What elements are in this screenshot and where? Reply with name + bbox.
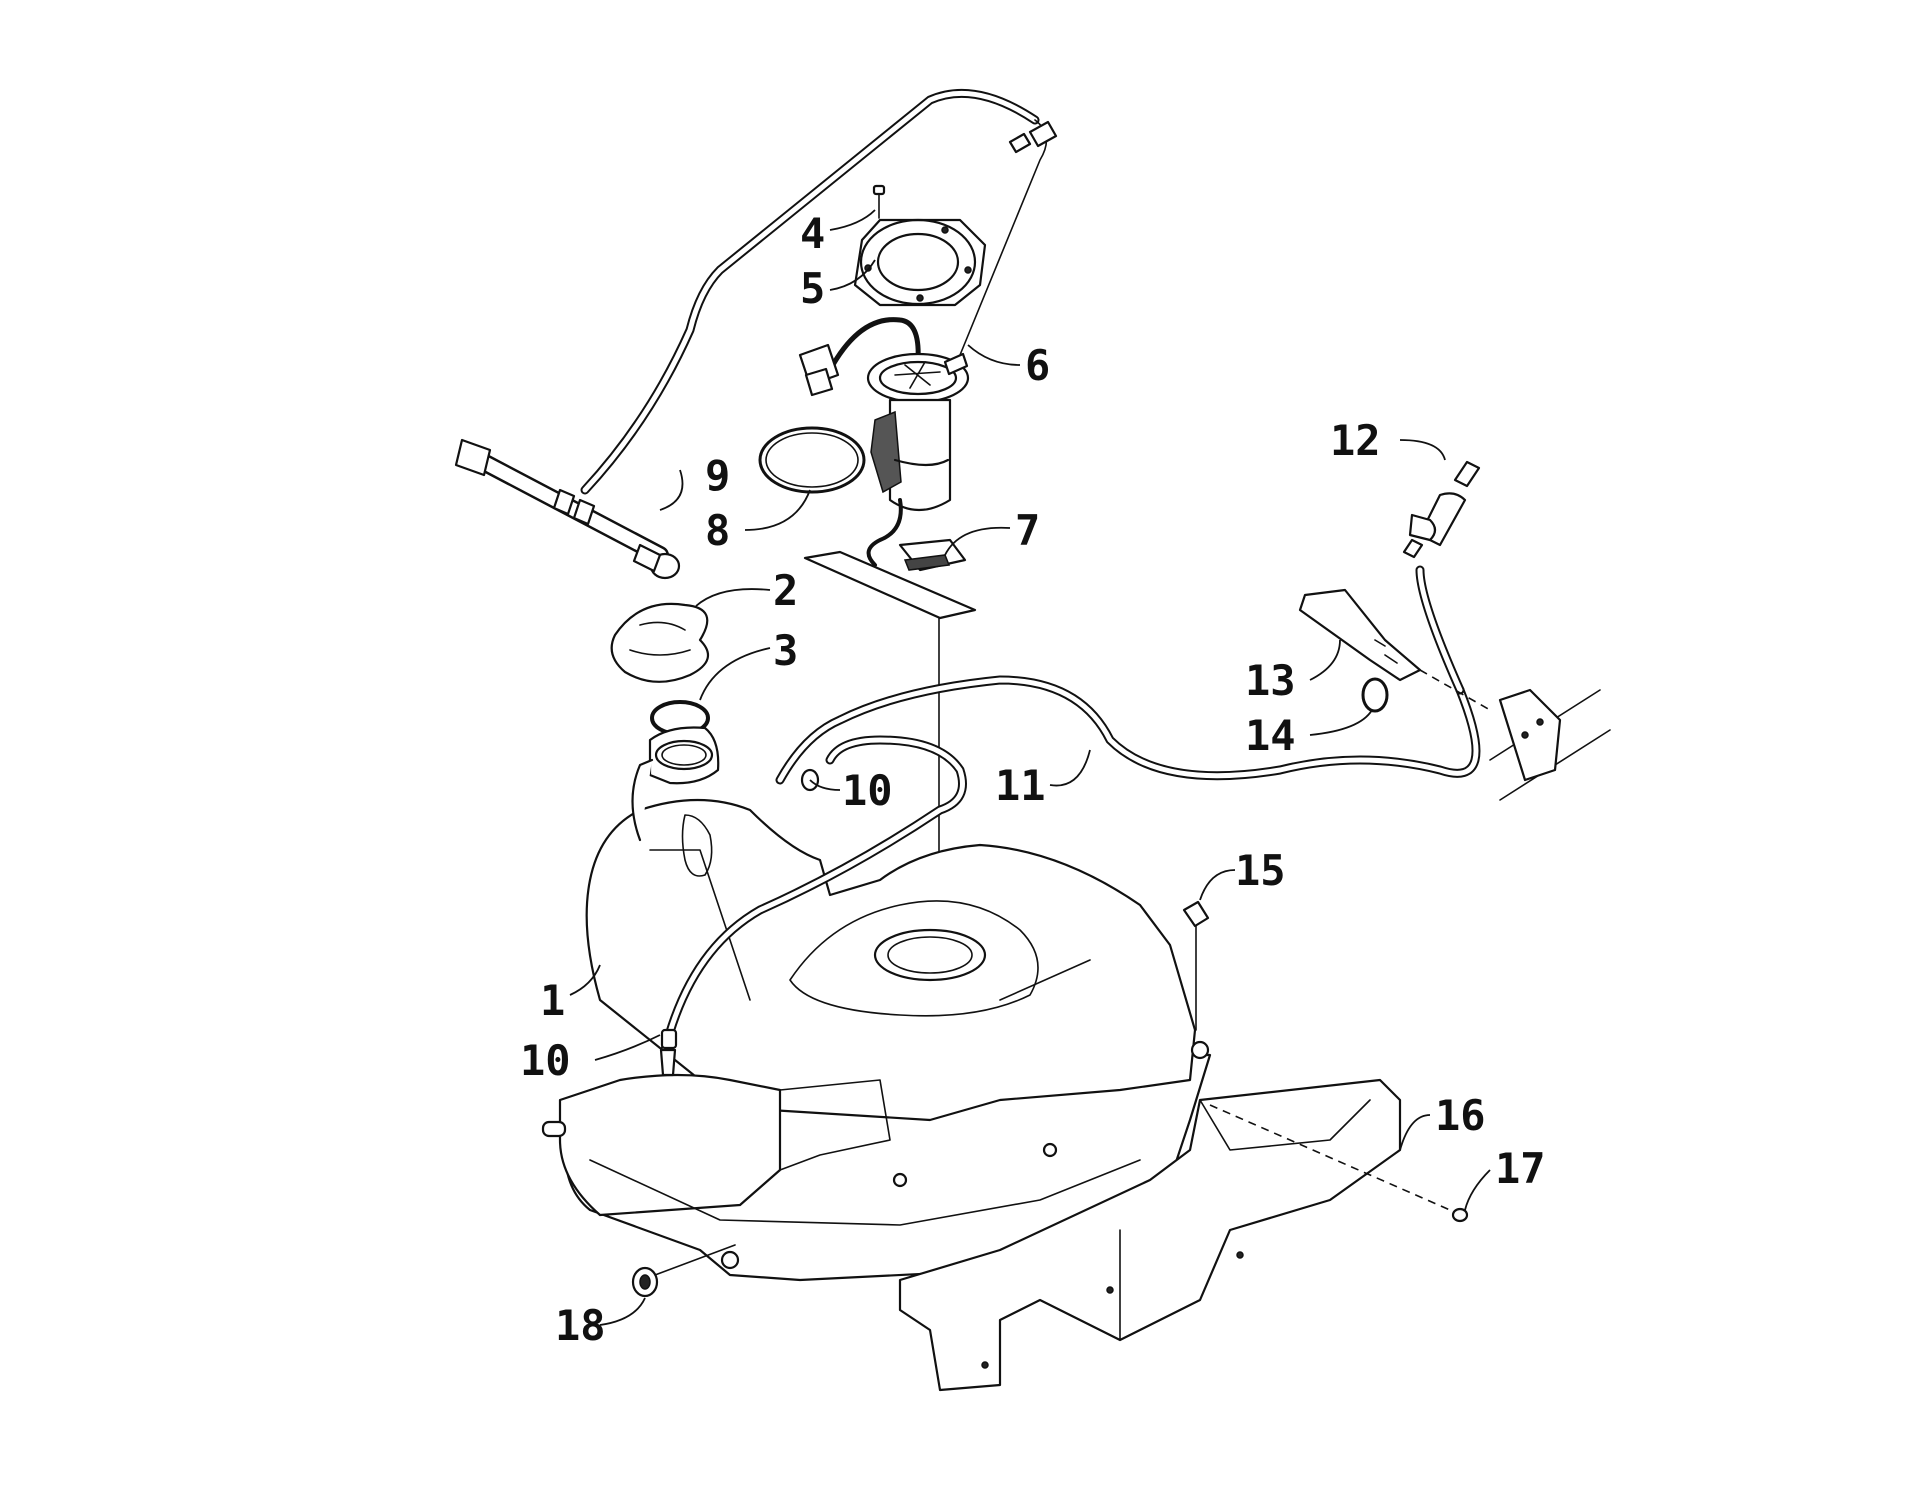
callout-6: 6: [1025, 341, 1050, 390]
vent-hose: [580, 88, 1058, 495]
callout-14: 14: [1245, 711, 1296, 760]
callout-8: 8: [705, 506, 730, 555]
callout-12: 12: [1330, 416, 1381, 465]
callout-17: 17: [1495, 1144, 1546, 1193]
callout-11: 11: [995, 761, 1046, 810]
pump-mounting-plate: [853, 218, 987, 307]
heat-shield-bolt: [1451, 1207, 1469, 1223]
drain-grommet: [631, 1244, 736, 1298]
callout-15: 15: [1235, 846, 1286, 895]
callout-13: 13: [1245, 656, 1296, 705]
callout-1: 1: [540, 976, 565, 1025]
filler-neck-hose: [454, 438, 681, 580]
frame-bracket: [1489, 688, 1611, 801]
callout-10-upper: 10: [842, 766, 893, 815]
pump-o-ring: [758, 426, 866, 494]
callout-16: 16: [1435, 1091, 1486, 1140]
hose-fitting: [659, 1028, 678, 1077]
pump-screw: [872, 184, 886, 219]
hose-clip: [1361, 677, 1389, 713]
breather-hose: [660, 565, 1481, 1055]
callout-2: 2: [773, 566, 798, 615]
callout-7: 7: [1015, 506, 1040, 555]
callout-labels: 1 2 3 4 5 6 7 8 9 10 10 11 12 13 14 15 1…: [520, 209, 1546, 1350]
gas-cap: [610, 602, 710, 683]
callout-10-lower: 10: [520, 1036, 571, 1085]
callout-4: 4: [800, 209, 825, 258]
filter-bracket: [1298, 588, 1491, 711]
callout-5: 5: [800, 264, 825, 313]
fuel-filter: [1402, 460, 1481, 559]
callout-18: 18: [555, 1301, 606, 1350]
tank-screw: [1182, 900, 1210, 1031]
callout-3: 3: [773, 626, 798, 675]
leader-lines: [569, 209, 1491, 1326]
fuel-pump: [798, 317, 970, 567]
fuel-tank: [541, 726, 1212, 1282]
callout-9: 9: [705, 451, 730, 500]
